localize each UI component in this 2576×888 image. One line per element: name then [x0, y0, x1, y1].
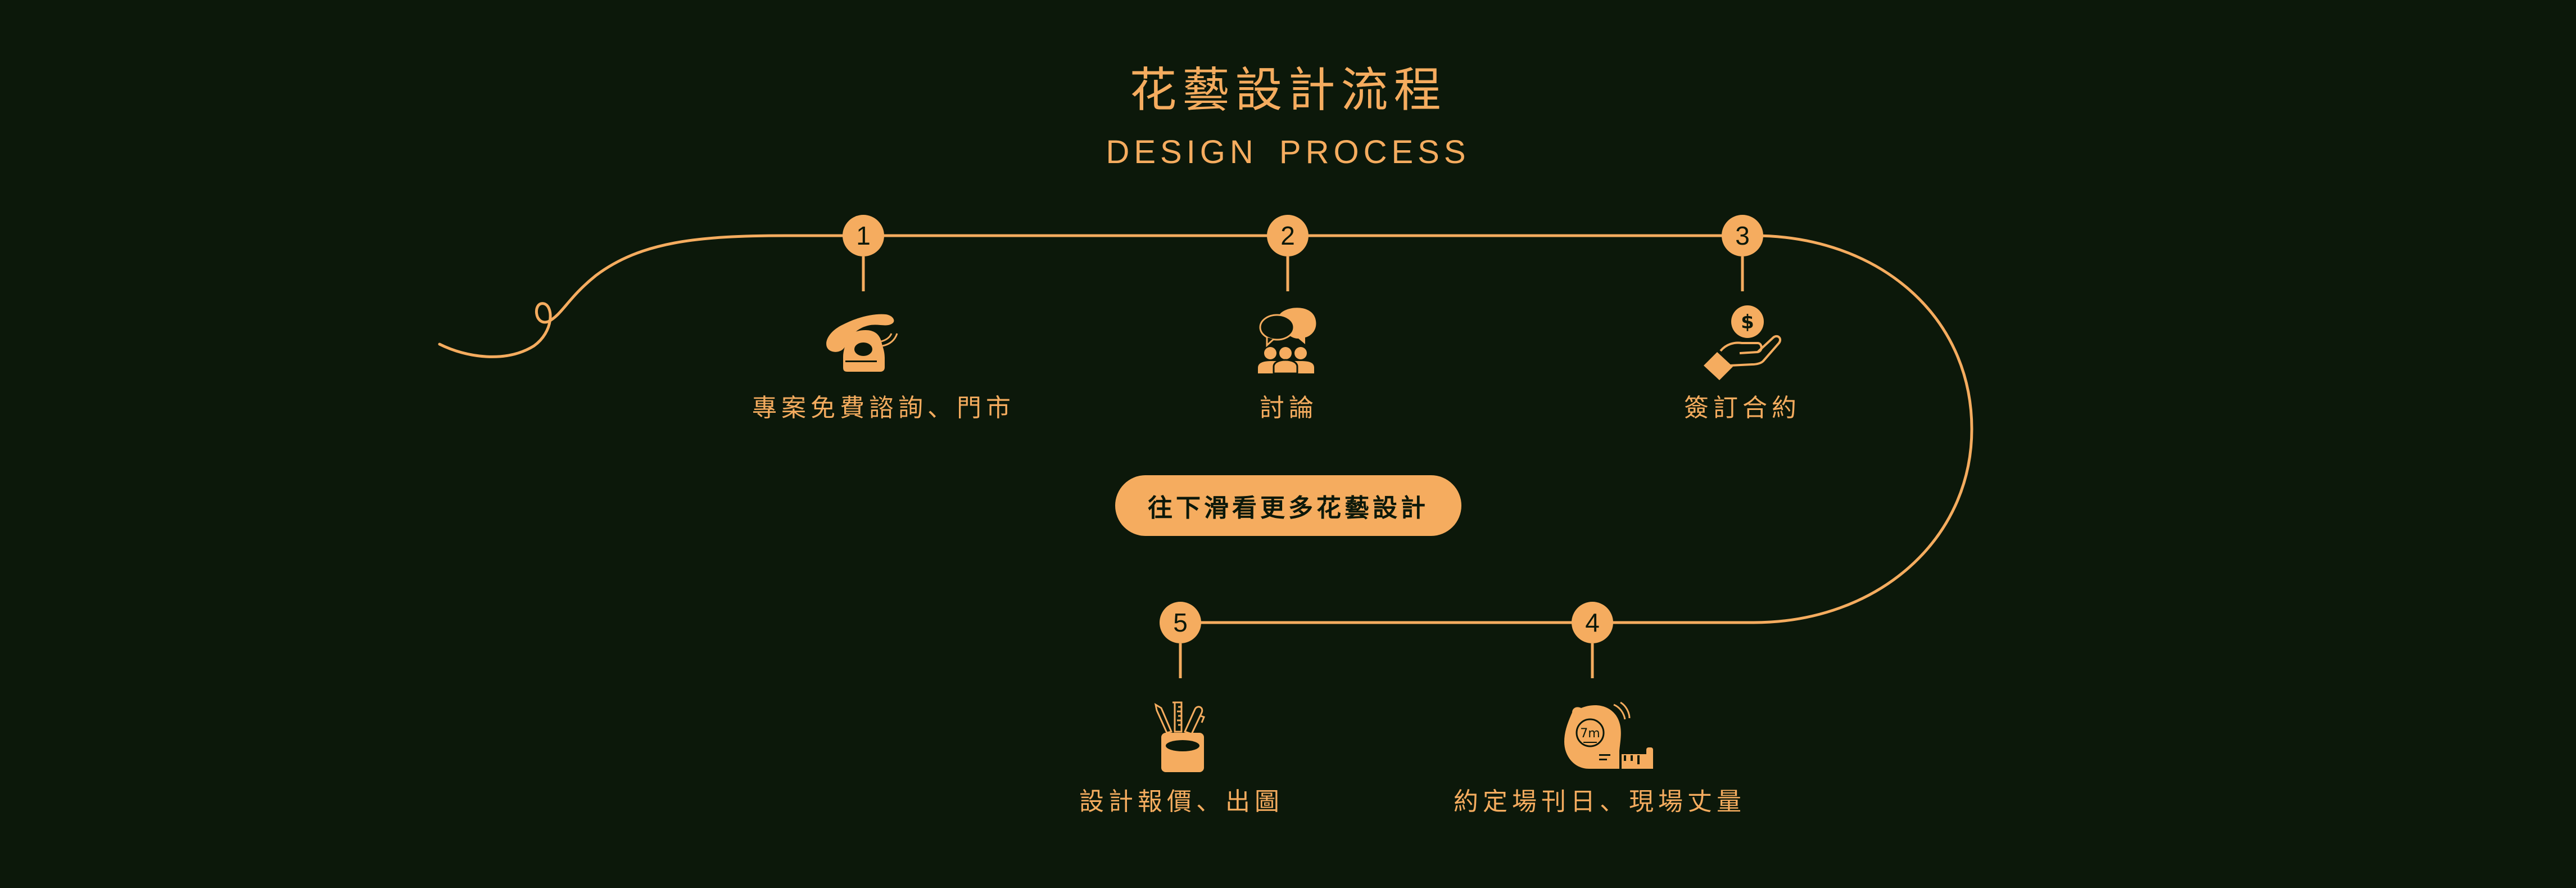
step-3-label: 簽訂合約 — [1684, 394, 1801, 422]
step-5-badge: 5 — [1160, 602, 1201, 643]
see-more-designs-button[interactable]: 往下滑看更多花藝設計 — [1115, 475, 1461, 536]
step-2-label: 討論 — [1260, 394, 1318, 422]
step-1-badge: 1 — [843, 215, 884, 256]
process-path-line — [438, 234, 1973, 624]
step-1-connector — [862, 256, 865, 291]
hand-coin-icon: $ — [1700, 304, 1785, 385]
discussion-group-icon — [1257, 304, 1319, 379]
step-5-connector — [1179, 643, 1182, 678]
pencil-cup-icon — [1152, 700, 1208, 776]
step-3-connector — [1741, 256, 1744, 291]
step-3-badge: 3 — [1722, 215, 1763, 256]
step-2-badge: 2 — [1267, 215, 1309, 256]
svg-text:$: $ — [1741, 311, 1754, 333]
telephone-icon — [818, 306, 908, 376]
step-4-label: 約定場刊日、現場丈量 — [1454, 787, 1746, 816]
tape-measure-icon: 7m — [1561, 700, 1656, 776]
page-title: 花藝設計流程 — [1129, 62, 1447, 118]
step-4-badge: 4 — [1572, 602, 1613, 643]
page-subtitle: DESIGN PROCESS — [1106, 134, 1470, 170]
step-4-connector — [1591, 643, 1594, 678]
step-2-connector — [1286, 256, 1289, 291]
step-1-label: 專案免費諮詢、門市 — [752, 394, 1015, 422]
tape-measure-label: 7m — [1580, 727, 1600, 741]
step-5-label: 設計報價、出圖 — [1079, 787, 1284, 816]
